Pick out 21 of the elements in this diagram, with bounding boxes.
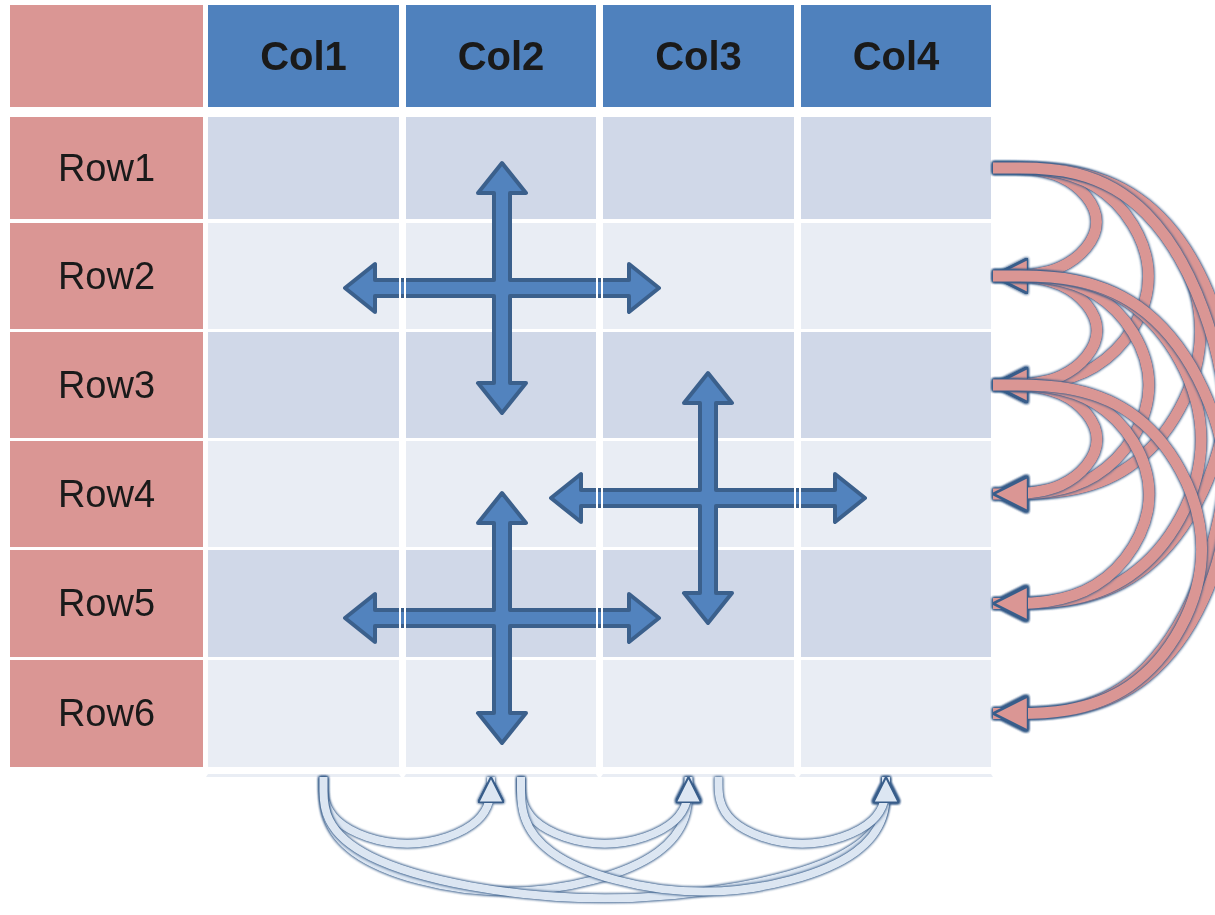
table-column xyxy=(206,5,401,777)
table-row xyxy=(10,660,993,767)
table-column xyxy=(799,5,993,777)
table-column xyxy=(404,5,598,777)
table-row xyxy=(10,117,993,219)
table-row xyxy=(10,223,993,329)
table-column xyxy=(601,5,796,777)
column-label: Col1 xyxy=(260,33,347,79)
row-label: Row2 xyxy=(57,254,156,298)
row-label: Row3 xyxy=(57,363,156,407)
row-label: Row4 xyxy=(57,472,156,516)
row-label: Row1 xyxy=(57,146,156,190)
row-label: Row6 xyxy=(57,692,156,735)
corner-header-cell xyxy=(10,5,203,107)
column-label: Col4 xyxy=(852,33,940,79)
column-label: Col2 xyxy=(457,33,545,79)
row-label: Row5 xyxy=(57,582,156,625)
column-label: Col3 xyxy=(655,33,742,79)
table-row xyxy=(10,441,993,547)
table-row xyxy=(10,332,993,438)
table-row xyxy=(10,550,993,657)
